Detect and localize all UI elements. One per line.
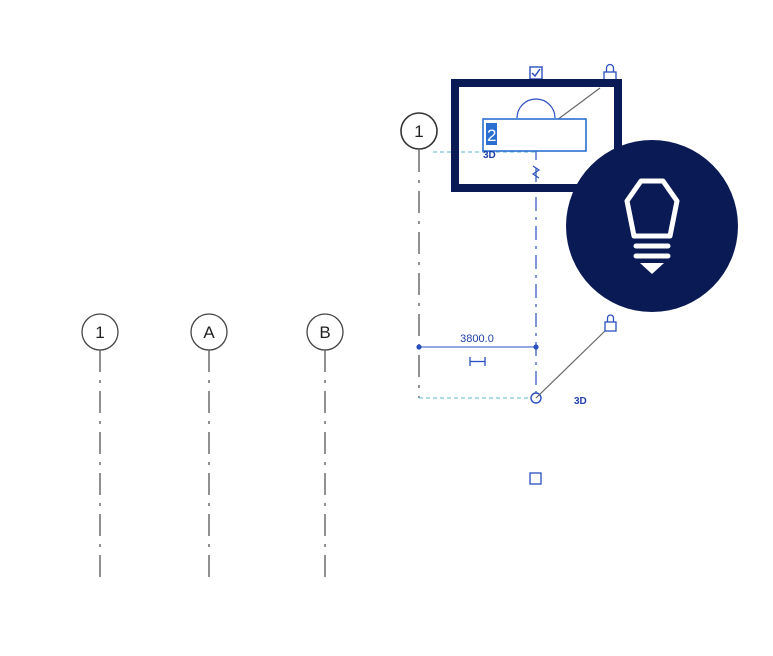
grid-label-edit-box[interactable]: 2 [482, 118, 587, 152]
lock-icon[interactable] [604, 314, 617, 332]
highlight-frame [451, 79, 622, 192]
grid-bubble-label: 1 [414, 122, 423, 141]
drag-handle-icon[interactable] [529, 472, 542, 485]
checkbox-icon[interactable] [529, 66, 543, 80]
grid-1-right[interactable]: 1 [400, 112, 438, 398]
grid-label-input[interactable]: 2 [487, 126, 496, 145]
lightbulb-icon [624, 178, 680, 274]
break-symbol-icon[interactable] [531, 165, 541, 179]
grid-1-left[interactable]: 1 [81, 313, 119, 585]
lock-icon-top[interactable] [603, 63, 617, 82]
dimension-value[interactable]: 3800.0 [460, 333, 494, 345]
tip-badge[interactable] [566, 140, 738, 312]
grid-b-left[interactable]: B [306, 313, 344, 585]
grid-bubble-label: 1 [95, 323, 104, 342]
tag-3d-upper[interactable]: 3D [483, 150, 496, 161]
grid-bubble-label: A [203, 323, 215, 342]
text-selection-highlight [486, 123, 497, 145]
temporary-dimension[interactable]: 3800.0 [416, 333, 539, 366]
grid-new-selected[interactable] [516, 87, 601, 404]
grid-a-left[interactable]: A [190, 313, 228, 585]
lower-leader-line [535, 329, 607, 399]
flip-dimension-icon[interactable] [469, 357, 486, 366]
grid-bubble-label: B [319, 323, 330, 342]
tag-3d-lower[interactable]: 3D [574, 396, 587, 407]
